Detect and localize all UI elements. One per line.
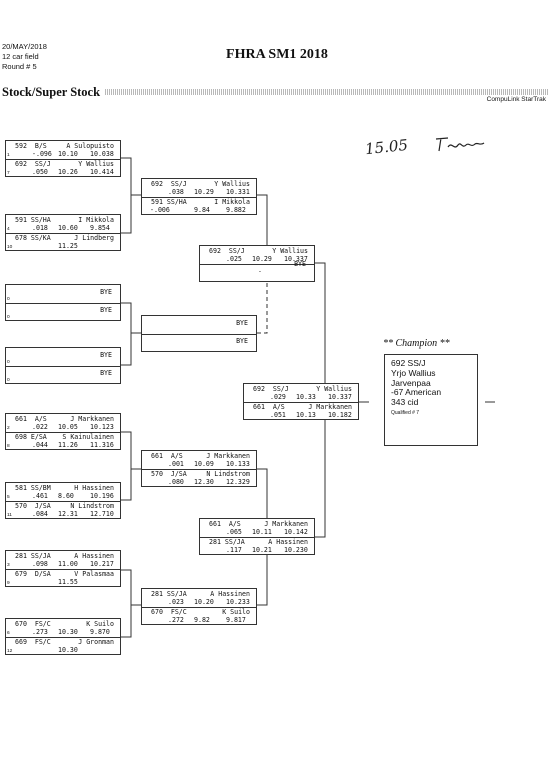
handwritten-signature xyxy=(435,137,485,152)
event-date: 20/MAY/2018 xyxy=(2,42,47,51)
field-size: 12 car field xyxy=(2,52,39,61)
champion-title: ** Champion ** xyxy=(383,338,450,349)
round-number: Round # 5 xyxy=(2,62,37,71)
champion-driver: Yrjo Wallius xyxy=(391,367,436,378)
champion-town: Jarvenpaa xyxy=(391,377,431,388)
r2-match2-bye: BYE BYE xyxy=(141,315,257,352)
class-title: Stock/Super Stock xyxy=(2,85,101,99)
vendor-label: CompuLink StarTrak xyxy=(486,96,546,103)
champion-car: 692 SS/J xyxy=(391,358,426,368)
champion-box: 692 SS/J Yrjo Wallius Jarvenpaa -67 Amer… xyxy=(384,354,478,446)
page-title: FHRA SM1 2018 xyxy=(226,47,328,62)
dotted-rule xyxy=(105,89,549,95)
champion-qualified: Qualified # 7 xyxy=(391,409,420,416)
champion-engine: 343 cid xyxy=(391,397,419,408)
event-info: 20/MAY/2018 12 car field Round # 5 xyxy=(2,42,47,72)
champion-car-model: -67 American xyxy=(391,387,442,398)
